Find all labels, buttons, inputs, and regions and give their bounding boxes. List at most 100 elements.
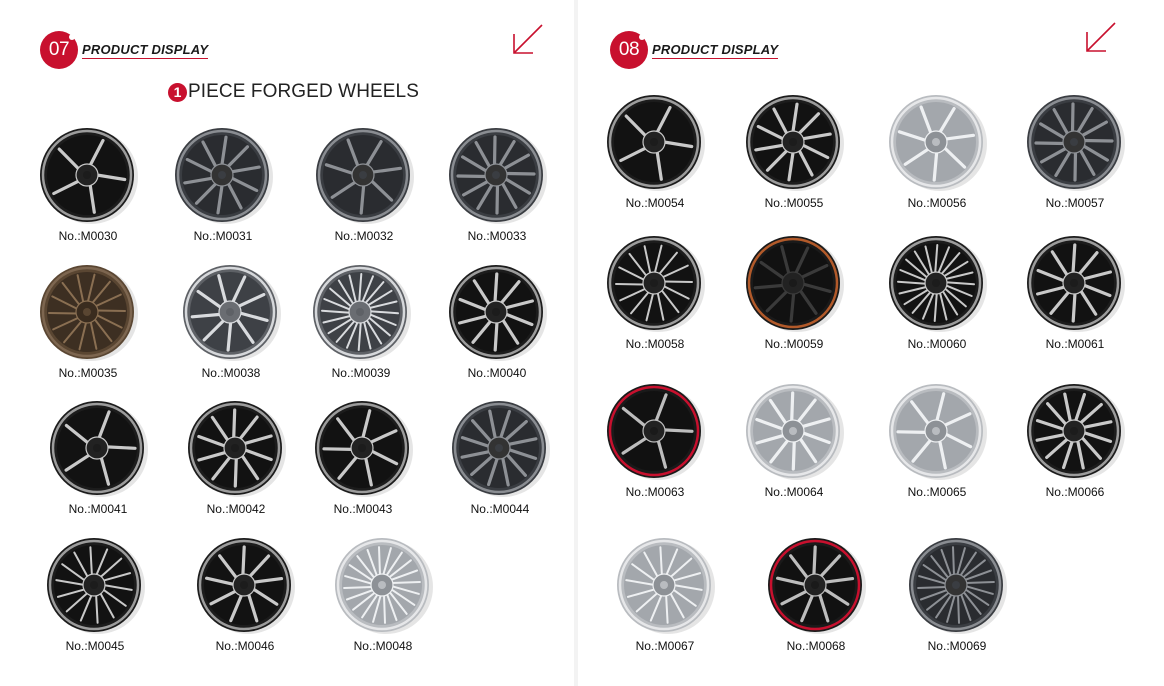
product-card: No.:M0040 xyxy=(432,262,562,387)
wheel-image xyxy=(768,538,866,634)
product-code: No.:M0056 xyxy=(907,196,967,210)
product-card: No.:M0066 xyxy=(1010,381,1140,506)
product-code: No.:M0048 xyxy=(353,639,413,653)
product-card: No.:M0030 xyxy=(23,125,153,250)
wheel-image xyxy=(746,95,844,191)
product-code: No.:M0063 xyxy=(625,485,685,499)
product-code: No.:M0031 xyxy=(193,229,253,243)
product-code: No.:M0038 xyxy=(201,366,261,380)
product-code: No.:M0054 xyxy=(625,196,685,210)
product-card: No.:M0056 xyxy=(872,92,1002,217)
wheel-image xyxy=(746,236,844,332)
wheel-image xyxy=(617,538,715,634)
subheading-badge: 1 xyxy=(168,82,187,102)
wheel-image xyxy=(40,128,138,224)
product-card: No.:M0064 xyxy=(729,381,859,506)
product-card: No.:M0032 xyxy=(299,125,429,250)
wheel-image xyxy=(40,265,138,361)
wheel-image xyxy=(889,236,987,332)
wheel-image xyxy=(188,401,286,497)
product-code: No.:M0044 xyxy=(470,502,530,516)
product-code: No.:M0058 xyxy=(625,337,685,351)
product-card: No.:M0059 xyxy=(729,233,859,358)
section-header-right: 08 PRODUCT DISPLAY xyxy=(610,31,779,69)
wheel-image xyxy=(607,236,705,332)
wheel-image xyxy=(889,95,987,191)
page-gutter xyxy=(574,0,578,686)
wheel-image xyxy=(889,384,987,480)
product-code: No.:M0059 xyxy=(764,337,824,351)
section-title: PRODUCT DISPLAY xyxy=(652,41,779,59)
wheel-image xyxy=(909,538,1007,634)
subheading-text: PIECE FORGED WHEELS xyxy=(188,81,419,102)
product-code: No.:M0032 xyxy=(334,229,394,243)
wheel-image xyxy=(1027,95,1125,191)
product-card: No.:M0060 xyxy=(872,233,1002,358)
product-card: No.:M0042 xyxy=(171,398,301,523)
product-card: No.:M0069 xyxy=(892,535,1022,660)
product-code: No.:M0057 xyxy=(1045,196,1105,210)
subheading: 1 PIECE FORGED WHEELS xyxy=(168,81,419,103)
product-code: No.:M0065 xyxy=(907,485,967,499)
left-catalog-page: 07 PRODUCT DISPLAY 1 PIECE FORGED WHEELS… xyxy=(0,0,574,686)
product-card: No.:M0041 xyxy=(33,398,163,523)
down-left-arrow-icon xyxy=(513,24,543,54)
down-left-arrow-icon xyxy=(1086,22,1116,52)
product-card: No.:M0045 xyxy=(30,535,160,660)
wheel-image xyxy=(47,538,145,634)
wheel-image xyxy=(449,265,547,361)
product-card: No.:M0031 xyxy=(158,125,288,250)
section-number-badge: 07 xyxy=(40,31,78,69)
product-code: No.:M0064 xyxy=(764,485,824,499)
wheel-image xyxy=(452,401,550,497)
product-code: No.:M0055 xyxy=(764,196,824,210)
product-card: No.:M0043 xyxy=(298,398,428,523)
product-card: No.:M0067 xyxy=(600,535,730,660)
product-card: No.:M0063 xyxy=(590,381,720,506)
wheel-image xyxy=(313,265,411,361)
product-code: No.:M0068 xyxy=(786,639,846,653)
product-card: No.:M0048 xyxy=(318,535,448,660)
product-code: No.:M0040 xyxy=(467,366,527,380)
section-title: PRODUCT DISPLAY xyxy=(82,41,209,59)
wheel-image xyxy=(746,384,844,480)
section-number: 07 xyxy=(48,39,70,60)
wheel-image xyxy=(607,384,705,480)
product-code: No.:M0043 xyxy=(333,502,393,516)
product-code: No.:M0069 xyxy=(927,639,987,653)
wheel-image xyxy=(335,538,433,634)
right-catalog-page: 08 PRODUCT DISPLAY No.:M0054 No.:M0055 xyxy=(578,0,1164,686)
section-number-badge: 08 xyxy=(610,31,648,69)
product-card: No.:M0054 xyxy=(590,92,720,217)
product-code: No.:M0046 xyxy=(215,639,275,653)
badge-dot xyxy=(69,34,75,40)
product-code: No.:M0030 xyxy=(58,229,118,243)
product-code: No.:M0045 xyxy=(65,639,125,653)
product-card: No.:M0044 xyxy=(435,398,565,523)
wheel-image xyxy=(50,401,148,497)
product-code: No.:M0067 xyxy=(635,639,695,653)
product-card: No.:M0068 xyxy=(751,535,881,660)
product-code: No.:M0041 xyxy=(68,502,128,516)
product-card: No.:M0039 xyxy=(296,262,426,387)
wheel-image xyxy=(316,128,414,224)
product-card: No.:M0058 xyxy=(590,233,720,358)
wheel-image xyxy=(1027,384,1125,480)
wheel-image xyxy=(315,401,413,497)
product-code: No.:M0039 xyxy=(331,366,391,380)
product-card: No.:M0046 xyxy=(180,535,310,660)
product-code: No.:M0061 xyxy=(1045,337,1105,351)
product-card: No.:M0061 xyxy=(1010,233,1140,358)
product-code: No.:M0066 xyxy=(1045,485,1105,499)
wheel-image xyxy=(197,538,295,634)
product-card: No.:M0033 xyxy=(432,125,562,250)
wheel-image xyxy=(607,95,705,191)
product-card: No.:M0055 xyxy=(729,92,859,217)
product-code: No.:M0042 xyxy=(206,502,266,516)
product-card: No.:M0057 xyxy=(1010,92,1140,217)
product-code: No.:M0060 xyxy=(907,337,967,351)
section-header-left: 07 PRODUCT DISPLAY xyxy=(40,31,209,69)
product-code: No.:M0033 xyxy=(467,229,527,243)
wheel-image xyxy=(1027,236,1125,332)
wheel-image xyxy=(175,128,273,224)
